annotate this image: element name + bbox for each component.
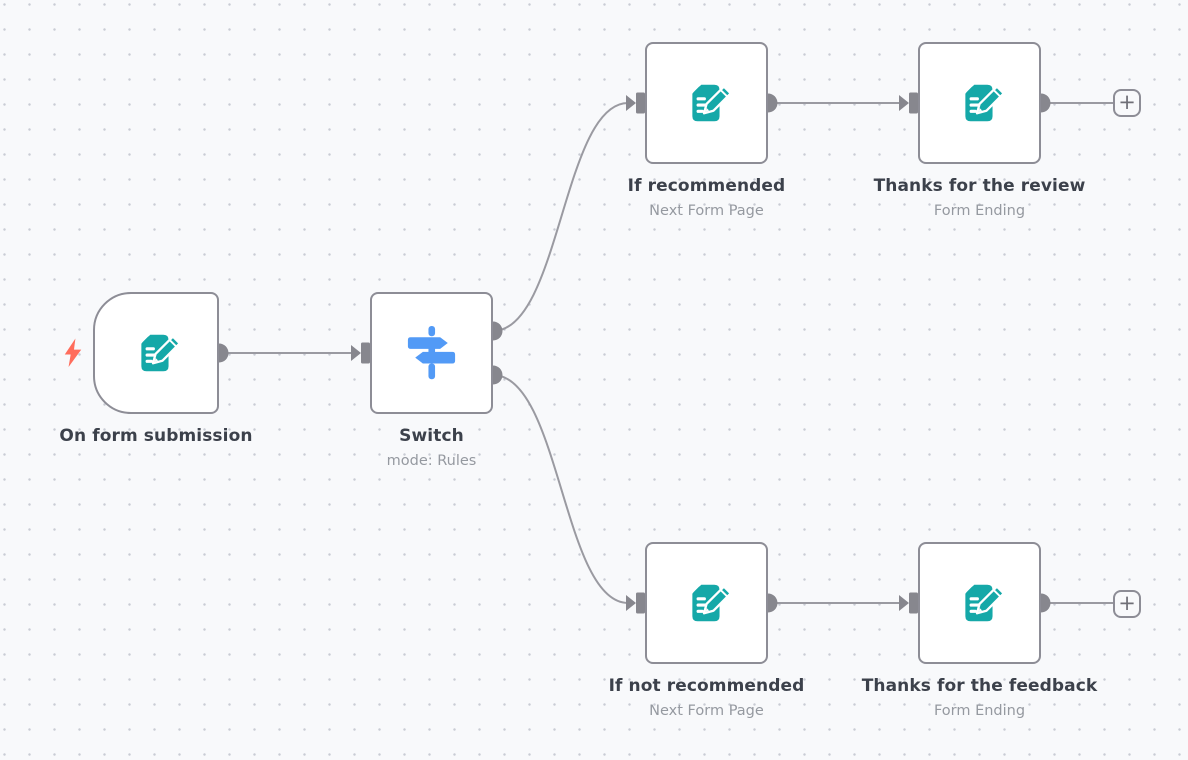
node-label: Thanks for the review Form Ending — [874, 176, 1086, 219]
form-icon — [691, 84, 730, 122]
node-title: If recommended — [627, 176, 786, 196]
node-subtitle: Next Form Page — [649, 203, 764, 219]
form-icon — [691, 584, 730, 622]
node-title: Thanks for the feedback — [861, 676, 1098, 696]
node-box[interactable] — [370, 292, 493, 414]
form-icon — [964, 84, 1003, 122]
add-node-button[interactable]: + — [1113, 590, 1141, 618]
node-thanks-for-the-feedback: Thanks for the feedback Form Ending — [862, 542, 1097, 719]
node-subtitle: Next Form Page — [649, 703, 764, 719]
node-subtitle: mode: Rules — [386, 453, 477, 469]
node-label: If recommended Next Form Page — [628, 176, 786, 219]
node-box[interactable] — [645, 542, 768, 664]
node-box[interactable] — [918, 42, 1041, 164]
node-box[interactable] — [93, 292, 219, 414]
node-box[interactable] — [645, 42, 768, 164]
input-port-if-recommended — [626, 92, 645, 114]
node-thanks-for-the-review: Thanks for the review Form Ending — [874, 42, 1085, 219]
node-subtitle: Form Ending — [933, 703, 1026, 719]
node-if-not-recommended: If not recommended Next Form Page — [609, 542, 804, 719]
node-label: Switch mode: Rules — [387, 426, 477, 469]
node-label: If not recommended Next Form Page — [609, 676, 805, 719]
node-box[interactable] — [918, 542, 1041, 664]
input-port-if-not-recommended — [626, 592, 645, 614]
input-port-thanks-review — [899, 92, 918, 114]
connection-switch-to-if-not-recommended — [492, 374, 629, 604]
node-on-form-submission: On form submission — [59, 292, 252, 446]
node-title: On form submission — [59, 426, 253, 446]
node-if-recommended: If recommended Next Form Page — [628, 42, 785, 219]
input-port-switch — [351, 342, 370, 364]
switch-icon — [407, 325, 456, 379]
plus-icon: + — [1118, 90, 1136, 114]
node-switch: Switch mode: Rules — [370, 292, 493, 469]
trigger-bolt-icon — [61, 338, 85, 369]
add-node-button[interactable]: + — [1113, 89, 1141, 117]
node-label: Thanks for the feedback Form Ending — [862, 676, 1098, 719]
form-icon — [141, 334, 179, 372]
node-subtitle: Form Ending — [933, 203, 1026, 219]
node-label: On form submission — [59, 426, 252, 446]
input-port-thanks-feedback — [899, 592, 918, 614]
form-icon — [964, 584, 1003, 622]
plus-icon: + — [1118, 591, 1136, 615]
node-title: Switch — [399, 426, 464, 446]
node-title: Thanks for the review — [873, 176, 1086, 196]
node-title: If not recommended — [608, 676, 805, 696]
connection-switch-to-if-recommended — [492, 102, 629, 332]
